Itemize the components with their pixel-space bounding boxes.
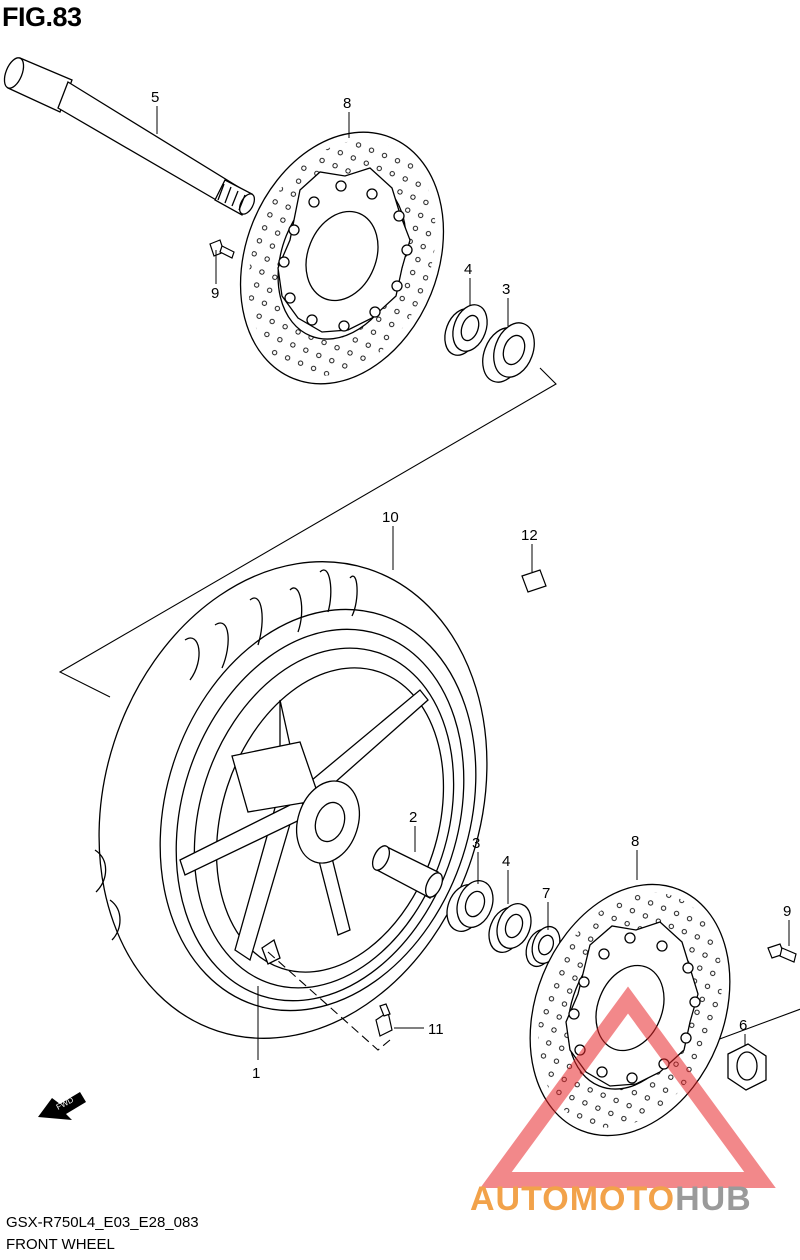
axle-nut <box>727 1043 767 1091</box>
brake-disc-upper <box>239 131 445 385</box>
callout-7: 7 <box>542 885 550 902</box>
disc-bolt-upper <box>209 239 235 259</box>
fwd-arrow-icon: FWD <box>38 1092 86 1120</box>
assembly-bracket-upper <box>58 367 557 698</box>
oil-seal-lower <box>488 903 532 953</box>
callout-10: 10 <box>382 509 399 526</box>
callout-9-upper: 9 <box>211 285 219 302</box>
balancer-weight <box>521 569 547 593</box>
figure-title: FIG.83 <box>2 2 82 32</box>
callout-2: 2 <box>409 809 417 826</box>
callout-5: 5 <box>151 89 159 106</box>
bearing-upper <box>482 322 535 383</box>
callout-4-lower: 4 <box>502 853 510 870</box>
watermark-text-a: AUTOMOTO <box>470 1180 676 1218</box>
callout-12: 12 <box>521 527 538 544</box>
callout-9-lower: 9 <box>783 903 791 920</box>
model-code: GSX-R750L4_E03_E28_083 <box>6 1214 199 1231</box>
callout-8-lower: 8 <box>631 833 639 850</box>
watermark-text: AUTOMOTOHUB <box>470 1180 752 1219</box>
spacer <box>371 845 444 899</box>
bearing-lower <box>446 880 494 932</box>
section-name: FRONT WHEEL <box>6 1236 115 1253</box>
wheel-rim <box>175 628 465 1002</box>
callout-3-upper: 3 <box>502 281 510 298</box>
leader-lines <box>156 106 790 1060</box>
callout-numbers: 5 8 9 4 3 10 12 2 3 4 7 8 9 6 11 1 <box>151 89 791 1082</box>
oil-seal-upper <box>444 304 488 356</box>
callout-11: 11 <box>428 1021 444 1038</box>
air-valve <box>375 1003 393 1037</box>
callout-8-upper: 8 <box>343 95 351 112</box>
disc-bolt-lower <box>767 943 797 963</box>
front-axle <box>3 57 256 216</box>
callout-6: 6 <box>739 1017 747 1034</box>
callout-3-lower: 3 <box>472 835 480 852</box>
assembly-bracket-lower <box>267 951 391 1051</box>
watermark-text-b: HUB <box>675 1180 752 1218</box>
callout-4-upper: 4 <box>464 261 472 278</box>
watermark-logo <box>480 986 776 1188</box>
callout-1: 1 <box>252 1065 260 1082</box>
collar <box>525 925 561 968</box>
